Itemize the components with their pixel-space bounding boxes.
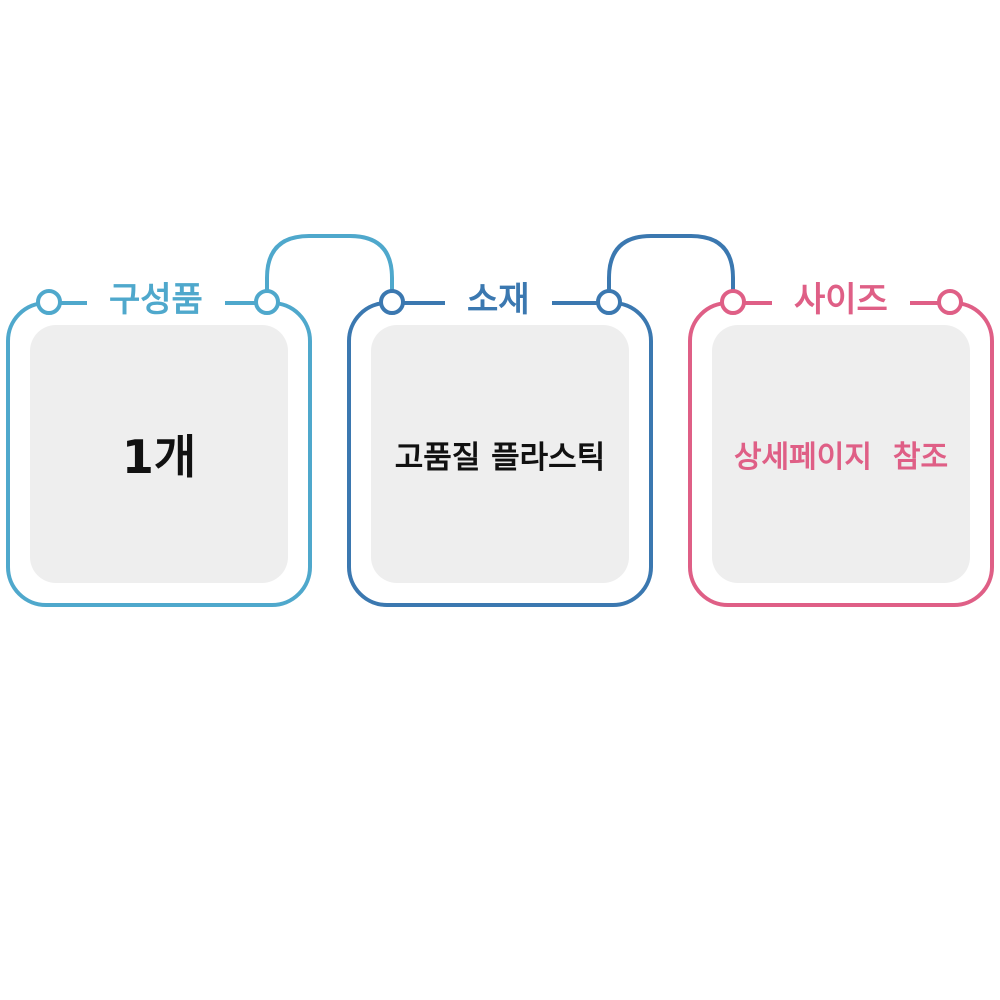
card-components: 1개	[6, 301, 312, 607]
ring-node-icon	[596, 289, 622, 315]
card-size-title: 사이즈	[772, 280, 910, 320]
card-components-body: 1개	[30, 325, 288, 583]
ring-node-icon	[36, 289, 62, 315]
card-components-value: 1개	[121, 430, 197, 484]
ring-node-icon	[937, 289, 963, 315]
connector-arc-2	[607, 234, 735, 300]
card-material-value: 고품질 플라스틱	[394, 439, 606, 476]
card-size-body: 상세페이지 참조	[712, 325, 970, 583]
card-size-value: 상세페이지 참조	[733, 440, 949, 475]
card-material-title: 소재	[445, 280, 552, 320]
ring-node-icon	[379, 289, 405, 315]
ring-node-icon	[254, 289, 280, 315]
card-material-body: 고품질 플라스틱	[371, 325, 629, 583]
card-components-title: 구성품	[87, 280, 225, 320]
ring-node-icon	[720, 289, 746, 315]
card-material: 고품질 플라스틱	[347, 301, 653, 607]
connector-arc-1	[265, 234, 394, 300]
card-size: 상세페이지 참조	[688, 301, 994, 607]
